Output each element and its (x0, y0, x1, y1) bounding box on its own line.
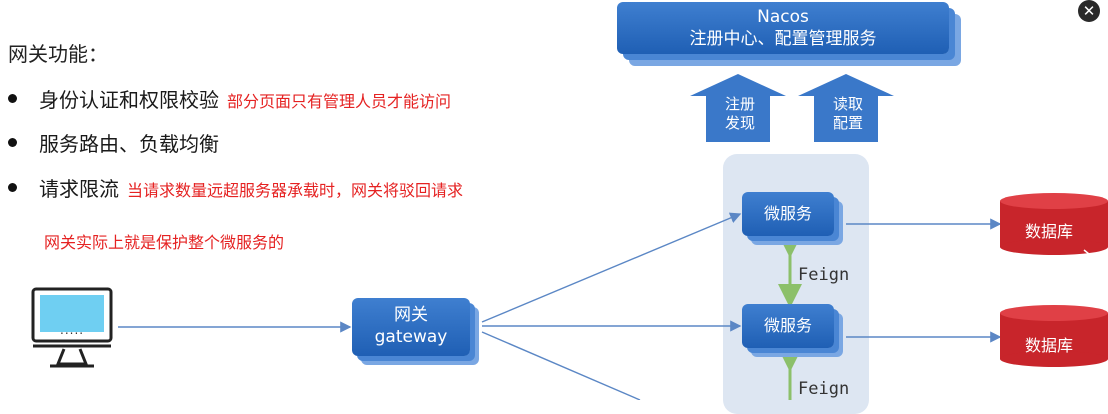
feign-label: Feign (798, 265, 850, 285)
gateway-ms3-line (481, 331, 641, 400)
nacos-subtitle: 注册中心、配置管理服务 (689, 29, 877, 49)
gateway-ms1-line (481, 212, 742, 323)
bullet-dot (8, 94, 17, 103)
summary-note: 网关实际上就是保护整个微服务的 (44, 233, 285, 252)
register-discover-arrow (690, 74, 786, 142)
bullet-item-ratelimit: 请求限流当请求数量远超服务器承载时，网关将驳回请求 (8, 173, 463, 202)
microservice-box: 微服务 (742, 304, 834, 348)
feign-label: Feign (798, 379, 850, 399)
bullet-item-auth: 身份认证和权限校验部分页面只有管理人员才能访问 (8, 84, 451, 113)
bullet-note: 当请求数量远超服务器承载时，网关将驳回请求 (127, 181, 464, 200)
page-title: 网关功能： (8, 42, 108, 66)
gateway-subtitle: gateway (374, 327, 448, 347)
read-config-label: 读取 配置 (818, 95, 878, 133)
monitor-screen-text: ..... (60, 323, 85, 337)
bullet-dot (8, 138, 17, 147)
read-config-arrow (798, 74, 894, 142)
gateway-box: 网关 gateway (352, 298, 470, 356)
register-discover-label: 注册 发现 (710, 95, 770, 133)
nacos-box: Nacos 注册中心、配置管理服务 (617, 2, 949, 54)
database-label: 数据库 (1025, 222, 1074, 241)
close-icon[interactable]: ✕ (1078, 0, 1100, 22)
bullet-text: 身份认证和权限校验 (39, 88, 219, 112)
bullet-dot (8, 183, 17, 192)
arrow-label-line: 配置 (832, 114, 863, 132)
bullet-note: 部分页面只有管理人员才能访问 (227, 92, 452, 111)
monitor-icon (31, 287, 113, 368)
bullet-text: 请求限流 (39, 177, 119, 201)
nacos-title: Nacos (757, 7, 809, 27)
arrow-label-line: 发现 (724, 114, 755, 132)
gateway-title: 网关 (394, 305, 428, 325)
diagram-connectors (31, 74, 1108, 400)
database-label: 数据库 (1025, 336, 1074, 355)
bullet-item-routing: 服务路由、负载均衡 (8, 128, 219, 157)
arrow-label-line: 注册 (724, 95, 755, 113)
database-icon (1000, 305, 1108, 367)
database-icon (1000, 193, 1108, 259)
bullet-text: 服务路由、负载均衡 (39, 132, 219, 156)
arrow-label-line: 读取 (832, 95, 863, 113)
microservice-box: 微服务 (742, 192, 834, 236)
